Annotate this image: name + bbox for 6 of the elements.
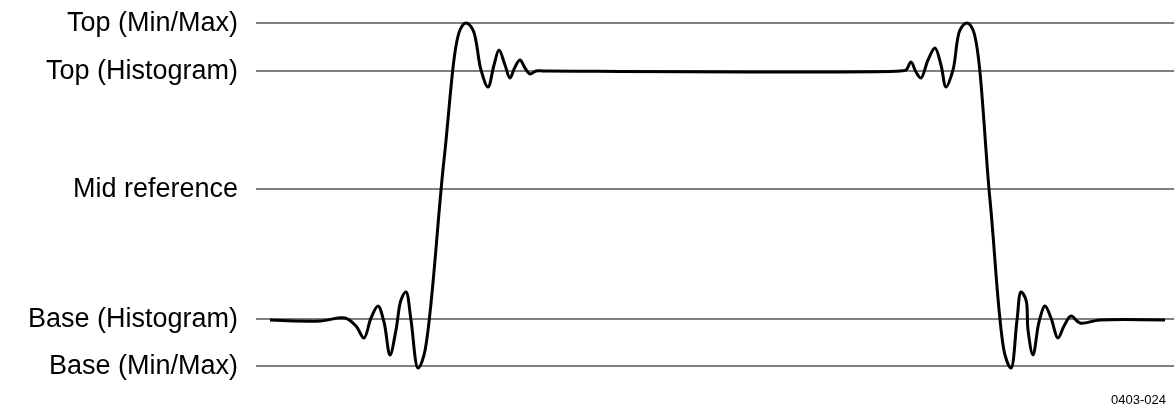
level-label: Top (Min/Max) — [66, 9, 238, 36]
level-label: Base (Min/Max) — [48, 352, 238, 379]
level-label: Mid reference — [72, 175, 238, 202]
level-label: Base (Histogram) — [27, 305, 238, 332]
level-label: Top (Histogram) — [45, 57, 238, 84]
figure-number: 0403-024 — [1111, 393, 1166, 406]
